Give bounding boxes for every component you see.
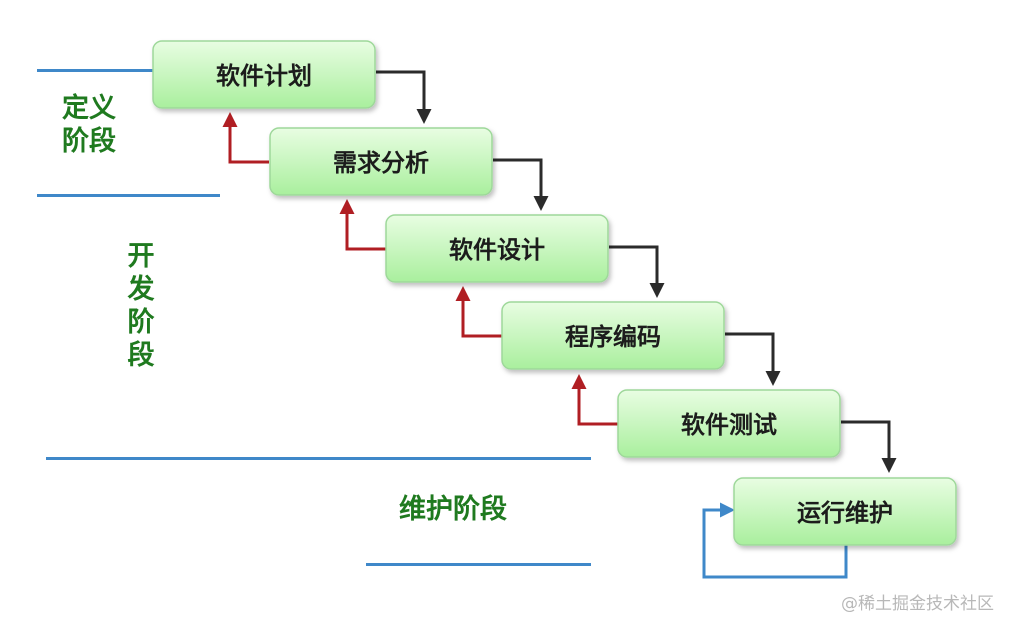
- divider-development-bottom: [46, 457, 591, 460]
- forward-arrow-1: [376, 70, 432, 124]
- step-box-1: 软件计划: [152, 40, 376, 109]
- phase-label-maintenance: 维护阶段: [399, 494, 507, 525]
- step-label-6: 运行维护: [797, 499, 893, 527]
- maintenance-loop-arrow: [702, 502, 848, 579]
- step-box-4: 程序编码: [501, 301, 725, 370]
- forward-arrow-2: [493, 158, 549, 211]
- forward-arrow-3: [609, 245, 665, 298]
- phase-label-definition: 定义 阶段: [62, 93, 116, 157]
- watermark-text: @稀土掘金技术社区: [841, 594, 994, 614]
- step-label-1: 软件计划: [216, 62, 312, 90]
- step-box-5: 软件测试: [617, 389, 841, 458]
- forward-arrow-4: [725, 332, 781, 386]
- step-label-2: 需求分析: [333, 149, 429, 177]
- step-label-3: 软件设计: [449, 236, 545, 264]
- divider-definition-top: [37, 69, 155, 72]
- feedback-arrow-2: [339, 199, 386, 251]
- phase-label-development: 开 发 阶 段: [127, 241, 155, 371]
- divider-maintenance-bottom: [366, 563, 591, 566]
- feedback-arrow-4: [571, 374, 618, 426]
- step-label-4: 程序编码: [565, 323, 661, 351]
- step-box-3: 软件设计: [385, 214, 609, 283]
- step-box-6: 运行维护: [733, 477, 957, 546]
- divider-definition-bottom: [37, 194, 220, 197]
- step-label-5: 软件测试: [681, 411, 777, 439]
- feedback-arrow-1: [222, 112, 269, 164]
- forward-arrow-5: [841, 420, 897, 473]
- step-box-2: 需求分析: [269, 127, 493, 196]
- feedback-arrow-3: [455, 286, 502, 338]
